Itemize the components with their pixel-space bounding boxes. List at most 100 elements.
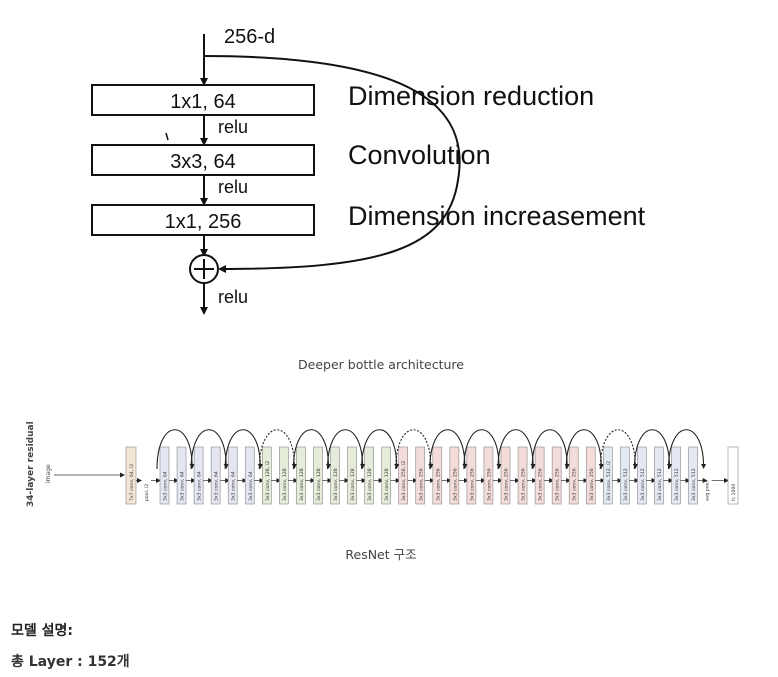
resnet-title: 34-layer residual (26, 421, 36, 507)
conv-layer (210, 446, 221, 505)
conv-layer (381, 446, 391, 505)
conv-layer (500, 446, 511, 505)
conv-layer-label: 3x3 conv, 128 (299, 468, 305, 501)
conv-layer-label: 3x3 conv, 512 (640, 468, 646, 501)
total-layers-line: 총 Layer : 152개 (11, 651, 130, 671)
total-layers-value: 152개 (87, 654, 130, 670)
first-conv-layer (125, 446, 137, 505)
conv-layer (227, 446, 238, 505)
conv-layer-label: 3x3 conv, 256 (504, 468, 510, 501)
conv-layer (330, 446, 340, 505)
skip-connection-arc (156, 429, 195, 470)
conv-layer-label: 3x3 conv, 128 (282, 468, 288, 501)
conv-layer-label: 3x3 conv, 256 (418, 468, 424, 501)
block-1x1-64-label: 1x1, 64 (170, 91, 236, 113)
conv-layer-label: 3x3 conv, 128 (350, 468, 356, 501)
conv-layer (176, 446, 187, 505)
skip-connection-arc (395, 429, 434, 470)
conv-layer-label: 3x3 conv, 64 (214, 471, 220, 501)
conv-layer-label: 3x3 conv, 128 (316, 468, 322, 501)
relu-label-3: relu (218, 287, 248, 307)
conv-layer (534, 446, 545, 505)
conv-layer (398, 446, 409, 505)
conv-layer-label: 3x3 conv, 128 (333, 468, 339, 501)
conv-layer-label: 3x3 conv, 64 (248, 471, 254, 501)
conv-layer (466, 446, 477, 505)
conv-layer-label: 3x3 conv, 256 (589, 468, 595, 501)
skip-connection-arc (361, 429, 400, 470)
conv-layer-label: 3x3 conv, 256 (572, 468, 578, 501)
block-1x1-256 (91, 204, 315, 236)
skip-connection-arc (190, 429, 229, 470)
conv-layer (244, 446, 255, 505)
conv-layer-label: 3x3 conv, 128 (367, 468, 373, 501)
conv-layer (688, 446, 698, 505)
dimension-increasement-label: Dimension increasement (348, 201, 646, 231)
resnet-input-label: image (45, 464, 52, 483)
conv-layer (568, 446, 579, 505)
relu-label-1: relu (218, 117, 248, 137)
dimension-reduction-label: Dimension reduction (348, 81, 594, 111)
skip-connection-arc (224, 429, 263, 470)
conv-layer-label: 3x3 conv, 256 (435, 468, 441, 501)
conv-layer (364, 446, 374, 505)
skip-connection-arc (326, 429, 366, 470)
conv-layer-label: 3x3 conv, 256 (521, 468, 527, 501)
conv-layer-label: 3x3 conv, 512 (623, 468, 629, 501)
conv-layer-label: 3x3 conv, 512 (674, 468, 680, 501)
skip-connection-arc (429, 429, 468, 470)
bottleneck-caption: Deeper bottle architecture (298, 357, 464, 372)
conv-layer-label: 3x3 conv, 512, /2 (606, 461, 612, 501)
conv-layer (637, 446, 647, 505)
pool-label: pool, /2 (144, 484, 150, 501)
conv-layer (159, 446, 170, 505)
fc-layer (727, 446, 739, 505)
resnet-diagram: 34-layer residual image 7x7 conv, 64, /2… (26, 421, 739, 507)
skip-connection-arc (633, 429, 672, 470)
skip-connection-arc (565, 429, 604, 470)
fc-layer-label: fc 1000 (731, 484, 737, 501)
cursor-mark (165, 132, 169, 141)
conv-layer (449, 446, 460, 505)
skip-connection-arc (667, 429, 707, 470)
conv-layer (585, 446, 596, 505)
conv-layer-label: 3x3 conv, 128 (384, 468, 390, 501)
skip-connection-arc (599, 429, 638, 470)
conv-layer (296, 446, 306, 505)
bottleneck-diagram: 256-d 1x1, 64 Dimension reduction relu 3… (91, 26, 646, 315)
conv-layer (261, 446, 272, 505)
relu-label-2: relu (218, 177, 248, 197)
convolution-label: Convolution (348, 140, 491, 170)
total-layers-label: 총 Layer : (11, 654, 88, 670)
block-1x1-256-label: 1x1, 256 (165, 211, 242, 233)
conv-layer-label: 3x3 conv, 256 (452, 468, 458, 501)
conv-layer (517, 446, 528, 505)
skip-connection-arc (292, 429, 331, 470)
block-3x3-64 (91, 144, 315, 176)
conv-layer-label: 3x3 conv, 64 (180, 471, 186, 501)
skip-connection-arc (497, 429, 536, 470)
conv-layer (602, 446, 613, 505)
input-dim-label: 256-d (224, 26, 275, 48)
conv-layer (671, 446, 681, 505)
conv-layer-label: 3x3 conv, 64 (163, 471, 169, 501)
conv-layer (432, 446, 443, 505)
conv-layer-label: 3x3 conv, 256, /2 (401, 461, 407, 501)
block-3x3-64-label: 3x3, 64 (170, 151, 236, 173)
skip-connection-arc (463, 429, 502, 470)
skip-connection-arrow (203, 55, 461, 273)
model-description-heading: 모델 설명: (11, 623, 73, 639)
conv-layer-label: 3x3 conv, 256 (538, 468, 544, 501)
conv-layer (551, 446, 562, 505)
conv-layer (347, 446, 357, 505)
conv-layer-label: 3x3 conv, 512 (691, 468, 697, 501)
conv-layer-label: 3x3 conv, 128, /2 (265, 461, 271, 501)
conv-layer (313, 446, 323, 505)
skip-connection-arc (531, 429, 570, 470)
conv-layer-label: 3x3 conv, 512 (657, 468, 663, 501)
conv-layer-label: 3x3 conv, 64 (231, 471, 237, 501)
conv-layer (193, 446, 204, 505)
conv-layer-label: 3x3 conv, 64 (197, 471, 203, 501)
conv-layer-label: 3x3 conv, 256 (486, 468, 492, 501)
conv-layer (620, 446, 630, 505)
